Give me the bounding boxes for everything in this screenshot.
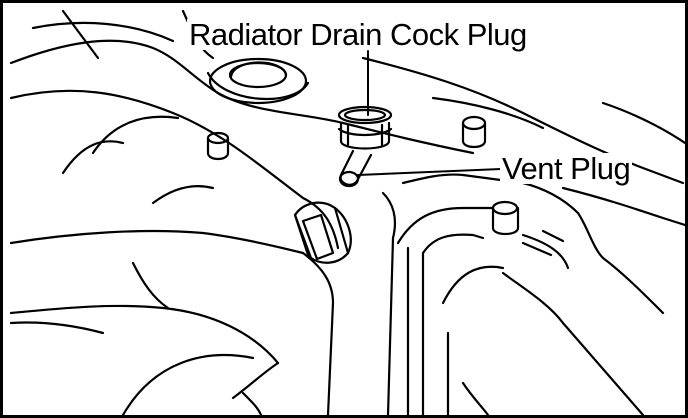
misc-lines (9, 261, 490, 415)
vent-plug-leader (357, 168, 502, 176)
radiator-cap-area (206, 57, 310, 105)
leader-lines (357, 50, 502, 176)
radiator-hose (9, 89, 340, 415)
vent-plug-label: Vent Plug (500, 151, 633, 186)
bolt-bosses (206, 115, 520, 236)
radiator-drain-cock-plug-label: Radiator Drain Cock Plug (187, 17, 529, 52)
hose-clamp (293, 201, 352, 264)
drain-cock-plug (337, 105, 393, 150)
radiator-tank (381, 173, 665, 415)
engine-line-art (9, 9, 685, 415)
vent-plug-nozzle (338, 149, 373, 188)
